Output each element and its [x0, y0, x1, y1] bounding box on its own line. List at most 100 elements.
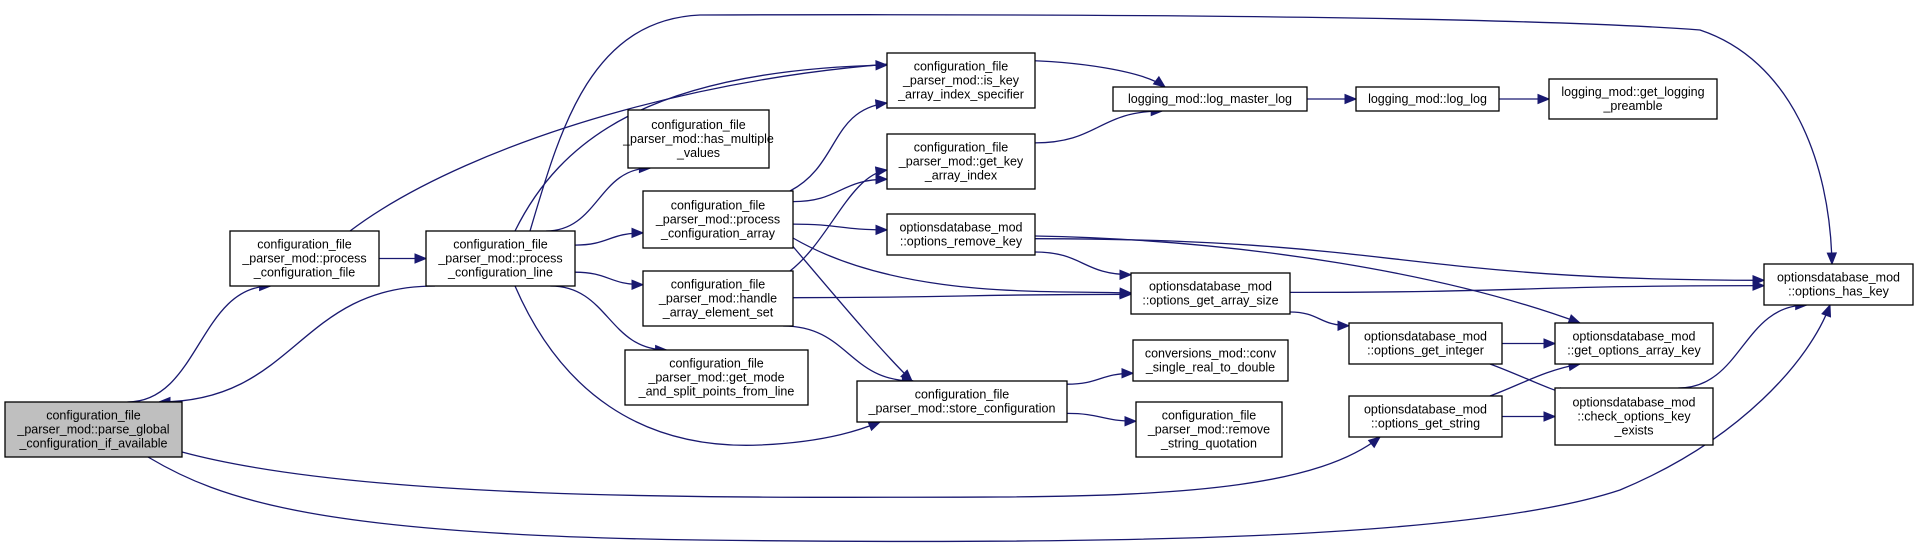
- node-box: [856, 380, 1068, 423]
- arrowhead-icon: [875, 224, 889, 236]
- node-label-line: optionsdatabase_mod: [1777, 271, 1900, 285]
- arrowhead-icon: [874, 166, 889, 177]
- call-edge-get_array_size-to-has_key: [1289, 280, 1766, 294]
- node-box: [642, 190, 794, 249]
- call-edge-process_line-to-handle_array: [574, 271, 645, 290]
- function-node-get-preamble[interactable]: logging_mod::get_logging_preamble: [1548, 78, 1718, 120]
- function-node-remove-key[interactable]: optionsdatabase_mod::options_remove_key: [886, 213, 1036, 256]
- call-edge-store_conf-to-conv: [1066, 368, 1135, 385]
- edge-line: [550, 285, 667, 351]
- call-edge-process_line-to-has_key: [529, 14, 1838, 266]
- node-label-line: logging_mod::log_log: [1368, 92, 1487, 106]
- arrowhead-icon: [1543, 411, 1557, 422]
- arrowhead-icon: [1537, 93, 1551, 105]
- function-node-is-key[interactable]: configuration_file_parser_mod::is_key_ar…: [886, 52, 1036, 109]
- call-edge-process_array-to-is_key: [789, 99, 889, 192]
- node-label-line: ::options_has_key: [1788, 285, 1890, 299]
- arrowhead-icon: [1337, 320, 1351, 331]
- call-edge-get_string-to-check_key: [1501, 411, 1557, 422]
- node-label-line: optionsdatabase_mod: [1364, 403, 1487, 417]
- call-edge-process_array-to-get_key: [792, 173, 889, 203]
- arrowhead-icon: [414, 253, 428, 264]
- edge-line: [147, 304, 1831, 543]
- node-label-line: _parser_mod::process: [437, 252, 562, 266]
- function-node-remove-quote[interactable]: configuration_file_parser_mod::remove_st…: [1135, 401, 1283, 458]
- node-box: [627, 109, 770, 169]
- arrowhead-icon: [1119, 289, 1133, 300]
- function-node-conv[interactable]: conversions_mod::conv_single_real_to_dou…: [1132, 339, 1289, 382]
- node-label-line: optionsdatabase_mod: [1364, 330, 1487, 344]
- call-edge-process_line-to-parse_global: [157, 285, 436, 408]
- arrowhead-icon: [1119, 269, 1133, 280]
- node-box: [1130, 272, 1291, 315]
- function-node-has-multiple[interactable]: configuration_file_parser_mod::has_multi…: [622, 109, 774, 169]
- node-label-line: _parser_mod::process: [241, 252, 366, 266]
- function-node-store-conf[interactable]: configuration_file_parser_mod::store_con…: [856, 380, 1068, 423]
- edge-line: [1678, 304, 1807, 389]
- call-edge-process_file-to-log_master: [349, 59, 1167, 232]
- edge-line: [792, 178, 888, 203]
- arrowhead-icon: [1543, 338, 1557, 349]
- node-label-line: optionsdatabase_mod: [1149, 280, 1272, 294]
- edge-line: [789, 102, 888, 192]
- node-label-line: _parser_mod::process: [655, 213, 780, 227]
- arrowhead-icon: [874, 99, 889, 110]
- function-node-process-line[interactable]: configuration_file_parser_mod::process_c…: [425, 230, 576, 287]
- function-node-get-array-size[interactable]: optionsdatabase_mod::options_get_array_s…: [1130, 272, 1291, 315]
- edge-line: [1034, 238, 1765, 281]
- call-edge-parse_global-to-has_key: [147, 303, 1832, 543]
- call-edge-process_file-to-process_line: [379, 253, 428, 264]
- function-node-process-file[interactable]: configuration_file_parser_mod::process_c…: [229, 230, 380, 287]
- call-edge-get_integer-to-get_opt_arr_key: [1502, 338, 1557, 349]
- node-label-line: _array_index_specifier: [897, 88, 1024, 102]
- node-label-line: configuration_file: [915, 388, 1010, 402]
- function-node-has-key[interactable]: optionsdatabase_mod::options_has_key: [1763, 263, 1914, 306]
- edge-line: [789, 242, 913, 382]
- arrowhead-icon: [631, 279, 645, 290]
- call-edge-log_log-to-get_preamble: [1498, 93, 1551, 105]
- call-edge-parse_global-to-get_string: [181, 436, 1382, 498]
- node-box: [642, 270, 794, 327]
- arrowhead-icon: [1121, 368, 1135, 379]
- function-node-get-opt-arr-key[interactable]: optionsdatabase_mod::get_options_array_k…: [1554, 322, 1714, 365]
- call-edge-remove_key-to-get_opt_arr_key: [1034, 235, 1582, 324]
- call-edge-get_array_size-to-get_integer: [1289, 311, 1351, 331]
- node-label-line: _array_element_set: [662, 306, 774, 320]
- node-label-line: ::options_get_integer: [1367, 344, 1484, 358]
- edge-line: [514, 285, 881, 446]
- arrowhead-icon: [875, 173, 889, 185]
- arrowhead-icon: [875, 59, 889, 71]
- function-node-parse-global[interactable]: configuration_file_parser_mod::parse_glo…: [4, 401, 183, 458]
- edge-line: [1034, 251, 1132, 276]
- function-node-get-key[interactable]: configuration_file_parser_mod::get_key_a…: [886, 133, 1036, 190]
- call-edges: [127, 14, 1838, 543]
- function-node-handle-array[interactable]: configuration_file_parser_mod::handle_ar…: [642, 270, 794, 327]
- call-edge-process_line-to-process_array: [574, 227, 645, 246]
- node-label-line: configuration_file: [671, 199, 766, 213]
- node-box: [1554, 322, 1714, 365]
- edge-line: [792, 237, 1132, 294]
- node-label-line: configuration_file: [671, 278, 766, 292]
- node-label-line: _parser_mod::is_key: [902, 74, 1020, 88]
- function-node-log-master[interactable]: logging_mod::log_master_log: [1112, 86, 1308, 112]
- edge-line: [792, 223, 888, 231]
- call-edge-store_conf-to-remove_quote: [1066, 412, 1138, 427]
- node-label-line: ::options_get_string: [1371, 417, 1480, 431]
- node-box: [624, 349, 809, 406]
- function-node-log-log[interactable]: logging_mod::log_log: [1355, 86, 1500, 112]
- function-node-get-mode[interactable]: configuration_file_parser_mod::get_mode_…: [624, 349, 809, 406]
- function-nodes: configuration_file_parser_mod::parse_glo…: [4, 52, 1914, 458]
- function-node-get-string[interactable]: optionsdatabase_mod::options_get_string: [1348, 395, 1503, 438]
- edge-line: [1034, 235, 1581, 324]
- function-node-process-array[interactable]: configuration_file_parser_mod::process_c…: [642, 190, 794, 249]
- node-label-line: configuration_file: [914, 60, 1009, 74]
- function-node-check-key[interactable]: optionsdatabase_mod::check_options_key_e…: [1554, 387, 1714, 446]
- function-node-get-integer[interactable]: optionsdatabase_mod::options_get_integer: [1348, 322, 1503, 365]
- node-label-line: _configuration_file: [253, 266, 356, 280]
- node-label-line: ::get_options_array_key: [1567, 344, 1701, 358]
- node-label-line: _configuration_array: [660, 227, 776, 241]
- call-edge-log_master-to-log_log: [1306, 93, 1358, 105]
- edge-line: [783, 325, 914, 382]
- node-label-line: _parser_mod::handle: [658, 292, 777, 306]
- arrowhead-icon: [1344, 93, 1358, 105]
